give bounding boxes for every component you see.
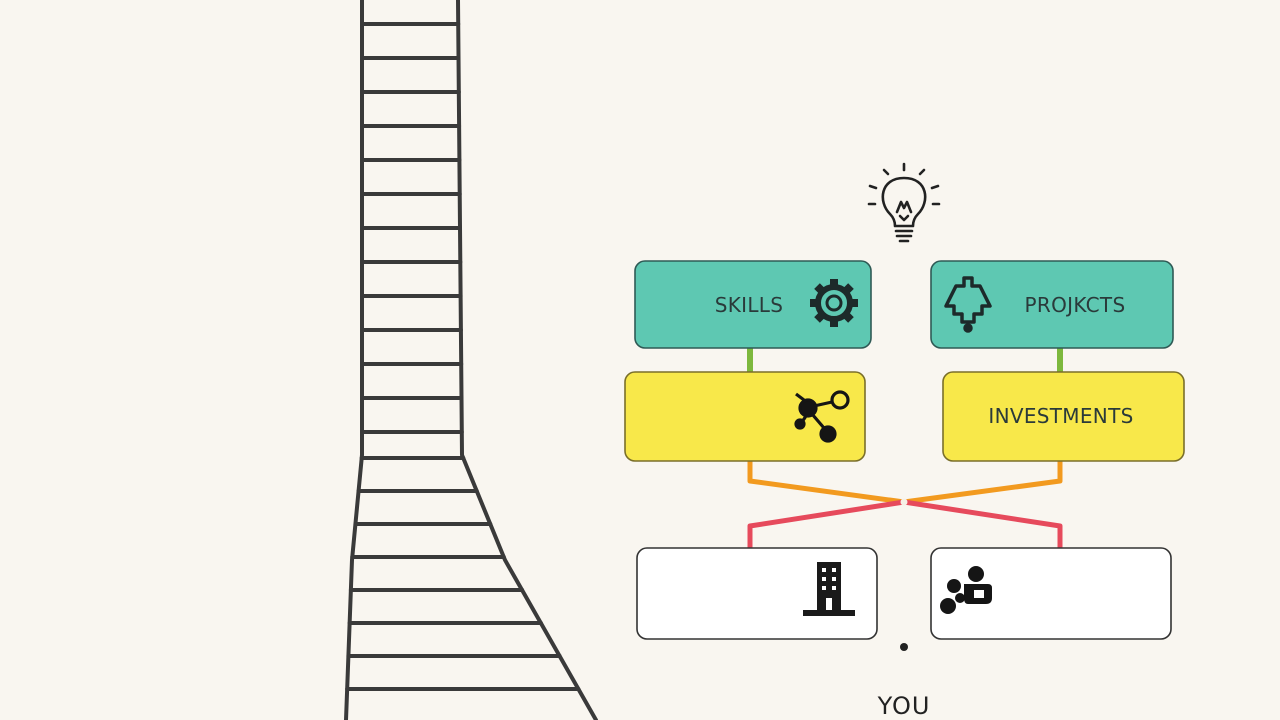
- connector-lines: [747, 260, 1063, 652]
- molecule-box[interactable]: [624, 371, 866, 462]
- investments-label: INVESTMENTS: [988, 404, 1133, 428]
- gear-icon: [810, 279, 858, 327]
- people-box[interactable]: [930, 547, 1172, 640]
- you-label: YOU: [877, 692, 931, 720]
- skills-box[interactable]: SKILLS: [634, 260, 872, 349]
- people-box-bg: [930, 547, 1172, 640]
- people-icon: [940, 566, 992, 614]
- molecule-box-bg: [624, 371, 866, 462]
- ladder-icon: [344, 0, 598, 720]
- investments-box-bg: [942, 371, 1185, 462]
- building-box[interactable]: [636, 547, 878, 640]
- projects-box[interactable]: PROJKCTS: [930, 260, 1174, 349]
- molecule-icon: [794, 390, 850, 443]
- puzzle-bell-icon: [944, 276, 992, 333]
- skills-box-bg: [634, 260, 872, 349]
- investments-box[interactable]: INVESTMENTS: [942, 371, 1185, 462]
- building-icon: [803, 562, 855, 616]
- stem-base-dot: [900, 643, 908, 651]
- projects-box-bg: [930, 260, 1174, 349]
- lightbulb-icon: [867, 162, 941, 243]
- projects-label: PROJKCTS: [1025, 293, 1126, 317]
- ladder-rungs: [345, 22, 581, 691]
- junction-dot: [900, 498, 908, 506]
- skills-label: SKILLS: [715, 293, 784, 317]
